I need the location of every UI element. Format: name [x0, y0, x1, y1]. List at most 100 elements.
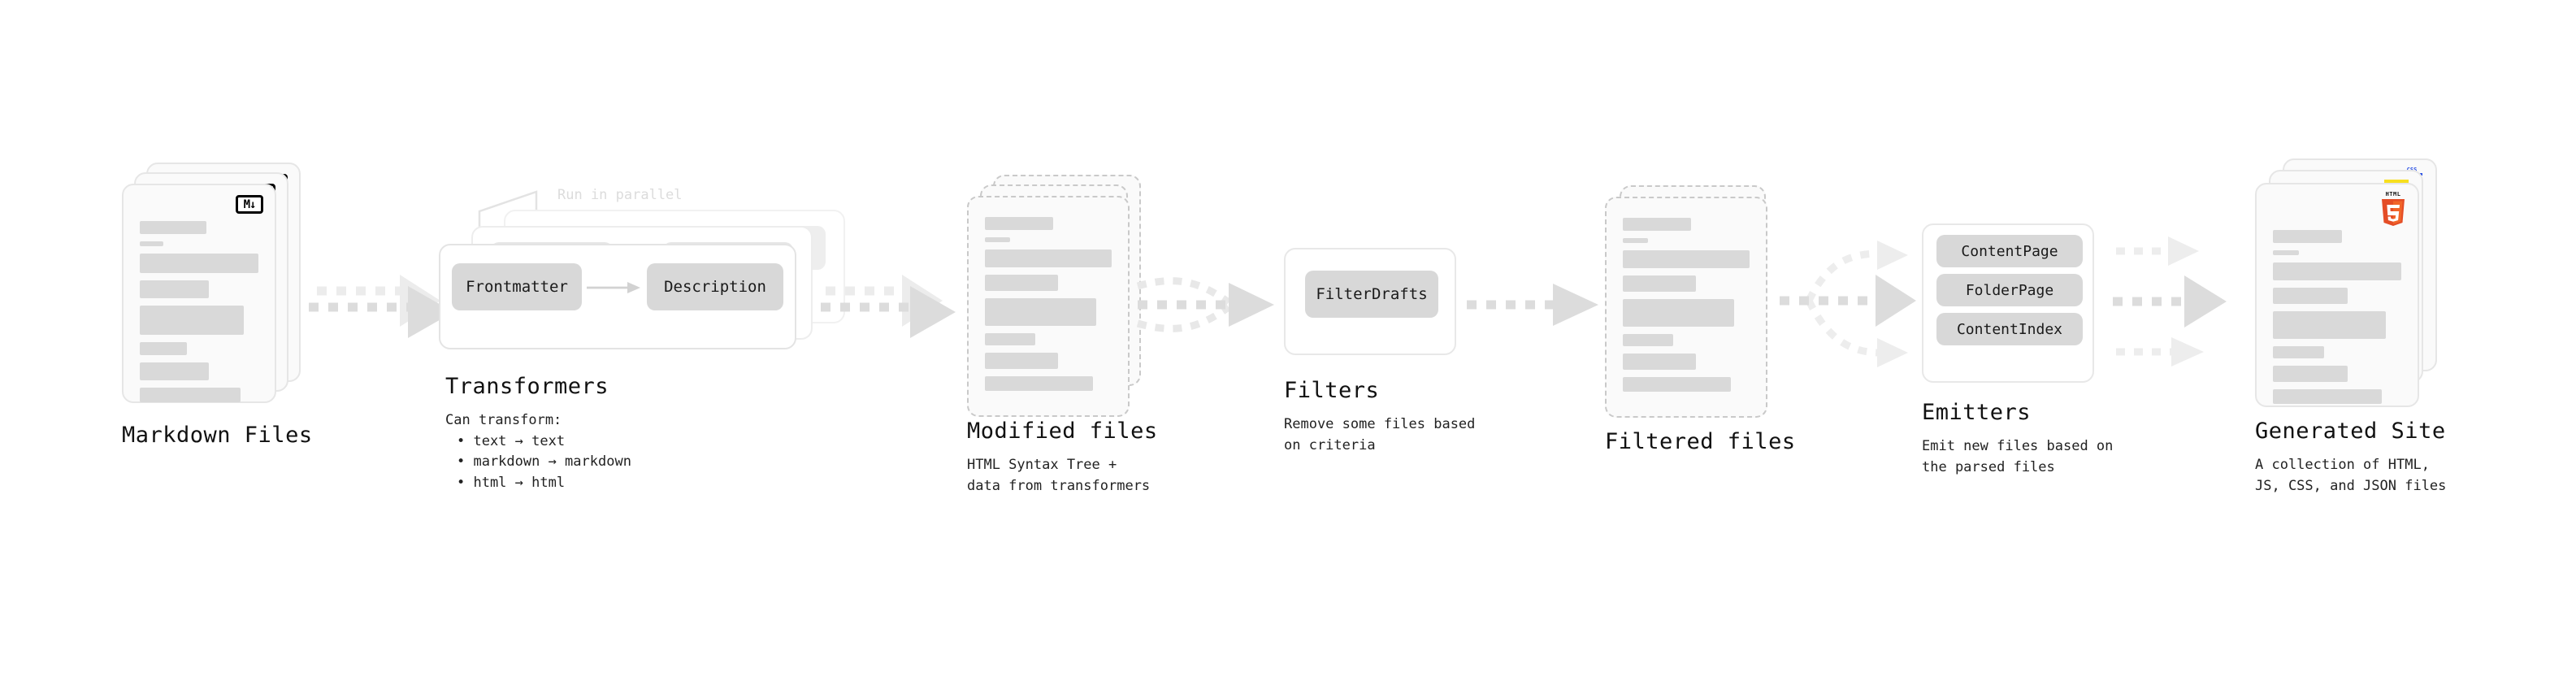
- emitter-pill-folderpage[interactable]: FolderPage: [1936, 274, 2083, 306]
- skeleton-bar: [2273, 389, 2383, 404]
- html5-badge: HTML: [2380, 191, 2406, 227]
- generated-site-stack: CSS HTML: [2255, 158, 2450, 410]
- skeleton-bar: [985, 376, 1093, 391]
- generated-site-subtitle-line: JS, CSS, and JSON files: [2255, 477, 2447, 494]
- filtered-file-stack: [1605, 185, 1784, 429]
- stage-filters: FilterDrafts: [1284, 248, 1456, 355]
- skeleton-bar: [140, 254, 258, 273]
- card-skeleton: [1623, 218, 1750, 399]
- skeleton-bar: [140, 362, 209, 380]
- stage-emitters: ContentPage FolderPage ContentIndex: [1922, 223, 2094, 383]
- skeleton-bar: [1623, 250, 1750, 268]
- filters-group-box: FilterDrafts: [1284, 248, 1456, 355]
- stage-markdown-files: M↓ M↓ M↓: [122, 163, 309, 406]
- skeleton-bar: [2273, 250, 2299, 255]
- skeleton-bar: [985, 298, 1097, 326]
- generated-site-title: Generated Site: [2255, 419, 2446, 444]
- transformer-pill-frontmatter[interactable]: Frontmatter: [452, 263, 582, 310]
- filter-pill-filterdrafts[interactable]: FilterDrafts: [1305, 271, 1438, 318]
- emitters-title: Emitters: [1922, 400, 2032, 425]
- emitter-pill-contentpage[interactable]: ContentPage: [1936, 235, 2083, 267]
- markdown-badge-label: M↓: [236, 195, 263, 214]
- transformer-panel-front: Frontmatter Description: [439, 244, 796, 349]
- generated-site-subtitle-line: A collection of HTML,: [2255, 457, 2430, 473]
- card-skeleton: [140, 221, 258, 410]
- skeleton-bar: [2273, 262, 2401, 280]
- modified-files-subtitle-line: data from transformers: [967, 477, 1151, 494]
- filters-title: Filters: [1284, 378, 1380, 403]
- stage-modified-files: [967, 175, 1154, 419]
- filters-subtitle-line: on criteria: [1284, 436, 1376, 453]
- arrow-modified-to-filters: [1136, 260, 1300, 349]
- skeleton-bar: [1623, 218, 1692, 231]
- skeleton-bar: [1623, 354, 1697, 370]
- stage-filtered-files: [1605, 185, 1784, 429]
- markdown-card-front: M↓: [122, 184, 276, 403]
- modified-files-subtitle-line: HTML Syntax Tree +: [967, 457, 1117, 473]
- modified-card-front: [967, 196, 1130, 417]
- skeleton-bar: [140, 221, 206, 234]
- caption-filters: Filters Remove some files based on crite…: [1284, 378, 1475, 456]
- transformers-title: Transformers: [445, 374, 609, 399]
- caption-emitters: Emitters Emit new files based on the par…: [1922, 400, 2113, 478]
- skeleton-bar: [2273, 366, 2348, 382]
- emitters-subtitle-line: Emit new files based on: [1922, 438, 2114, 454]
- caption-generated-site: Generated Site A collection of HTML, JS,…: [2255, 419, 2446, 497]
- skeleton-bar: [1623, 275, 1697, 292]
- filtered-files-title: Filtered files: [1605, 429, 1796, 454]
- skeleton-bar: [140, 306, 245, 335]
- skeleton-bar: [985, 275, 1059, 291]
- transformers-subtitle-head: Can transform:: [445, 412, 562, 428]
- transformers-bullet: • markdown → markdown: [457, 453, 631, 470]
- skeleton-bar: [2273, 288, 2348, 304]
- skeleton-bar: [985, 249, 1112, 267]
- skeleton-bar: [140, 342, 188, 355]
- generated-site-subtitle: A collection of HTML, JS, CSS, and JSON …: [2255, 455, 2446, 497]
- card-skeleton: [2273, 230, 2401, 411]
- transformers-bullet: • text → text: [457, 432, 566, 449]
- html5-icon: HTML: [2380, 191, 2406, 227]
- markdown-file-stack: M↓ M↓ M↓: [122, 163, 309, 406]
- markdown-files-title: Markdown Files: [122, 423, 313, 448]
- skeleton-bar: [1623, 377, 1731, 392]
- arrow-emitters-to-site: [2113, 232, 2267, 378]
- run-in-parallel-label: Run in parallel: [557, 187, 683, 203]
- skeleton-bar: [985, 217, 1054, 230]
- emitter-pill-contentindex[interactable]: ContentIndex: [1936, 313, 2083, 345]
- skeleton-bar: [140, 241, 164, 246]
- arrow-filtered-to-emitters: [1780, 236, 1942, 374]
- html5-badge-label: HTML: [2385, 191, 2401, 197]
- caption-filtered-files: Filtered files: [1605, 429, 1796, 454]
- skeleton-bar: [2273, 346, 2325, 358]
- filters-subtitle: Remove some files based on criteria: [1284, 414, 1475, 456]
- caption-modified-files: Modified files HTML Syntax Tree + data f…: [967, 419, 1158, 497]
- transformers-bullet: • html → html: [457, 474, 566, 491]
- stage-generated-site: CSS HTML: [2255, 158, 2450, 410]
- transformer-inner-arrow-front: [587, 279, 652, 297]
- skeleton-bar: [985, 353, 1059, 369]
- modified-file-stack: [967, 175, 1154, 419]
- skeleton-bar: [1623, 299, 1735, 327]
- skeleton-bar: [985, 333, 1036, 345]
- skeleton-bar: [1623, 334, 1674, 346]
- skeleton-bar: [2273, 311, 2387, 339]
- emitters-subtitle-line: the parsed files: [1922, 458, 2055, 475]
- transformers-subtitle: Can transform: • text → text • markdown …: [445, 410, 631, 493]
- transformer-pill-description[interactable]: Description: [647, 263, 783, 310]
- card-skeleton: [985, 217, 1112, 398]
- caption-transformers: Transformers Can transform: • text → tex…: [445, 374, 631, 493]
- skeleton-bar: [140, 280, 209, 298]
- skeleton-bar: [985, 237, 1011, 242]
- modified-files-subtitle: HTML Syntax Tree + data from transformer…: [967, 455, 1158, 497]
- site-card-front-html: HTML: [2255, 183, 2419, 407]
- emitters-subtitle: Emit new files based on the parsed files: [1922, 436, 2113, 478]
- filtered-card-front: [1605, 197, 1767, 418]
- caption-markdown-files: Markdown Files: [122, 423, 313, 448]
- skeleton-bar: [140, 388, 241, 402]
- skeleton-bar: [2273, 230, 2343, 243]
- markdown-icon: M↓: [236, 195, 263, 214]
- modified-files-title: Modified files: [967, 419, 1158, 444]
- emitters-group-box: ContentPage FolderPage ContentIndex: [1922, 223, 2094, 383]
- arrow-filters-to-filtered: [1467, 280, 1613, 329]
